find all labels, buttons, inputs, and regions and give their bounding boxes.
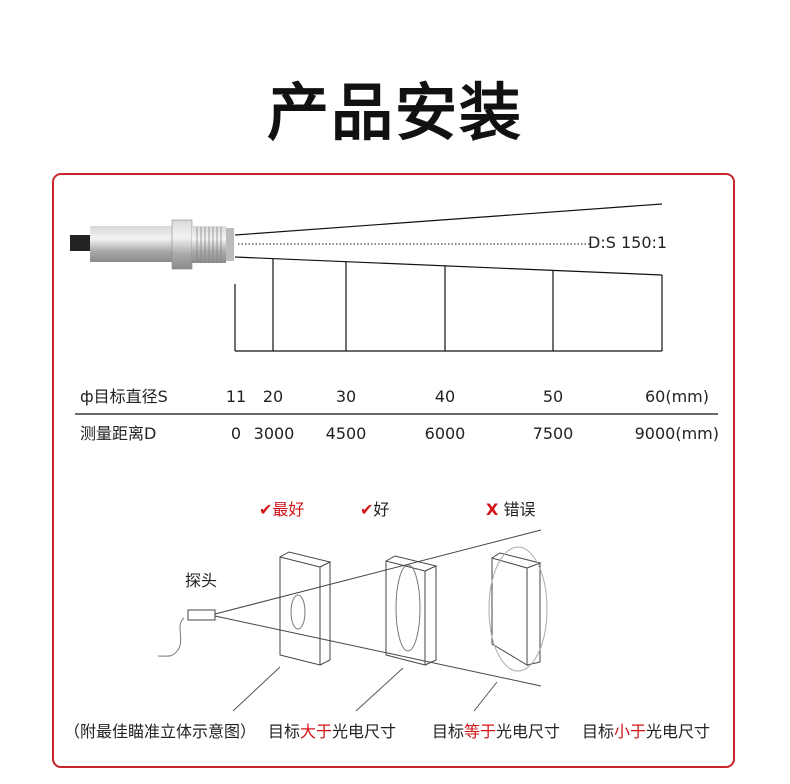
caption-text: 光电尺寸 xyxy=(496,722,561,741)
d-value: 3000 xyxy=(254,424,295,443)
caption-text: 目标 xyxy=(268,722,301,741)
verdict-text: 最好 xyxy=(272,500,305,519)
verdict-good: ✔好 xyxy=(360,496,389,520)
verdict-text: 好 xyxy=(373,500,390,519)
content-frame xyxy=(52,173,735,768)
sensor-image xyxy=(70,219,234,270)
s-value: 60(mm) xyxy=(645,387,709,406)
s-value: 11 xyxy=(226,387,246,406)
verdict-best: ✔最好 xyxy=(259,496,304,520)
d-value: 7500 xyxy=(533,424,574,443)
d-value: 0 xyxy=(231,424,241,443)
caption-text: 目标 xyxy=(582,722,615,741)
d-value: 6000 xyxy=(425,424,466,443)
field-of-view-lines xyxy=(75,203,718,415)
verdict-text: 错误 xyxy=(503,500,536,519)
check-icon: ✔ xyxy=(259,500,273,519)
s-value: 30 xyxy=(336,387,356,406)
caption-larger: 目标大于光电尺寸 xyxy=(268,718,396,742)
d-value: 9000(mm) xyxy=(635,424,719,443)
caption-smaller: 目标小于光电尺寸 xyxy=(582,718,710,742)
s-value: 50 xyxy=(543,387,563,406)
caption-note: （附最佳瞄准立体示意图） xyxy=(64,722,257,741)
aiming-sketch xyxy=(157,529,548,712)
probe-label: 探头 xyxy=(185,571,218,590)
page-title: 产品安装 xyxy=(266,76,523,149)
s-value: 20 xyxy=(263,387,283,406)
caption-highlight: 大于 xyxy=(300,722,333,741)
ratio-label: D:S 150:1 xyxy=(588,233,667,252)
cross-icon: X xyxy=(486,500,499,519)
caption-text: 目标 xyxy=(432,722,465,741)
row-s-label: ф目标直径S xyxy=(80,387,168,406)
d-value: 4500 xyxy=(326,424,367,443)
caption-text: 光电尺寸 xyxy=(332,722,397,741)
row-d-label: 测量距离D xyxy=(80,424,156,443)
caption-highlight: 小于 xyxy=(614,722,647,741)
probe-icon xyxy=(187,609,216,621)
caption-text: 光电尺寸 xyxy=(646,722,711,741)
s-value: 40 xyxy=(435,387,455,406)
caption-highlight: 等于 xyxy=(464,722,497,741)
caption-equal: 目标等于光电尺寸 xyxy=(432,718,560,742)
check-icon: ✔ xyxy=(360,500,374,519)
verdict-wrong: X 错误 xyxy=(486,496,535,520)
